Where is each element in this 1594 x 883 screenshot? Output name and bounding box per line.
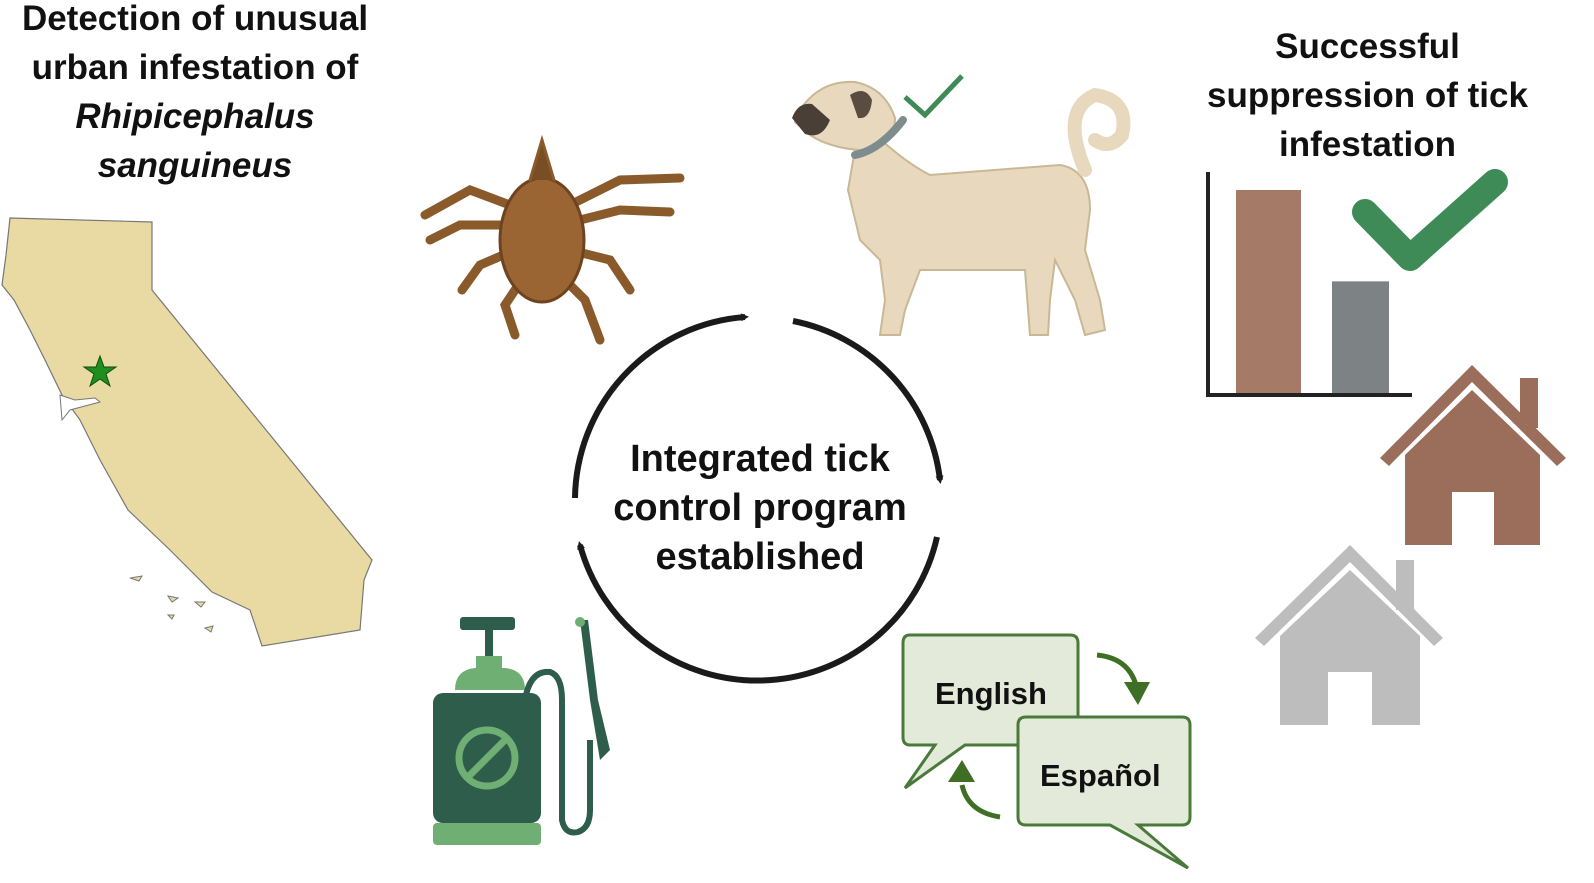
center-label-line: Integrated tick (630, 438, 890, 480)
speech-bubble-spanish (1016, 715, 1192, 870)
star-icon (82, 354, 118, 388)
bar-chart (1206, 169, 1508, 397)
species-name: Rhipicephalus (75, 97, 315, 136)
bar-after (1332, 281, 1389, 393)
translation-arrows (948, 652, 1150, 820)
left-title: Detection of unusual urban infestation o… (0, 0, 390, 190)
cycle-arrow-right (792, 318, 944, 484)
cycle-arrows (572, 313, 944, 684)
cycle-arrow-top (572, 313, 749, 499)
species-name: sanguineus (97, 146, 293, 185)
checkmark-icon (903, 74, 964, 119)
right-title-line: infestation (1279, 125, 1456, 164)
center-label-line: established (655, 536, 865, 578)
center-label-line: control program (613, 487, 907, 529)
english-label: English (935, 676, 1047, 711)
sprayer-icon (433, 617, 610, 845)
spanish-label: Español (1040, 758, 1161, 793)
dog-illustration (792, 74, 1131, 337)
bar-before (1236, 190, 1301, 393)
house-icon-brown (1380, 365, 1566, 545)
right-title: Successful suppression of tick infestati… (1180, 22, 1555, 169)
tick-icon (420, 134, 685, 345)
checkmark-icon (1352, 169, 1508, 271)
center-label: Integrated tick control program establis… (580, 435, 940, 582)
house-icon-gray (1255, 545, 1443, 725)
speech-bubble-english (901, 633, 1080, 790)
right-title-line: suppression of tick (1207, 76, 1528, 115)
left-title-line: urban infestation of (31, 48, 359, 87)
left-title-line: Detection of unusual (21, 0, 369, 38)
cycle-arrow-bottom (577, 536, 940, 684)
california-map (1, 217, 373, 647)
right-title-line: Successful (1275, 27, 1460, 66)
